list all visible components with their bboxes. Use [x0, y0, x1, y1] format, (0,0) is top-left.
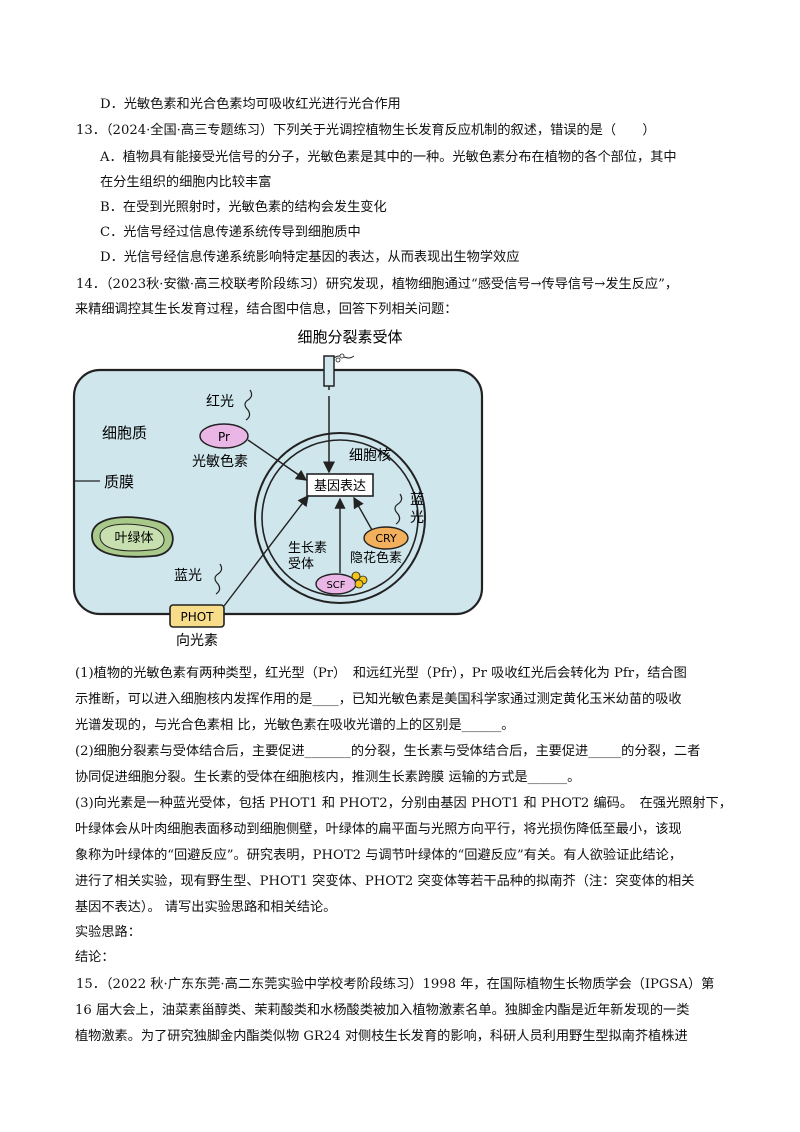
- q13-option-a-cont: 在分生组织的细胞内比较丰富: [100, 175, 272, 190]
- q14-part3-line1: (3)向光素是一种蓝光受体，包括 PHOT1 和 PHOT2，分别由基因 PHO…: [75, 796, 732, 811]
- q14-part3-line2: 叶绿体会从叶肉细胞表面移动到细胞侧壁，叶绿体的扁平面与光照方向平行，将光损伤降低…: [75, 822, 682, 837]
- pr-label: Pr: [218, 430, 230, 444]
- q14-part1-line1: (1)植物的光敏色素有两种类型，红光型（Pr） 和远红光型（Pfr），Pr 吸收…: [75, 666, 687, 681]
- red-light-label: 红光: [206, 394, 234, 410]
- gene-expression-label: 基因表达: [314, 479, 366, 494]
- blue-light-nucleus-2: 光: [410, 510, 424, 526]
- cry-ellipse: [363, 526, 409, 550]
- cytoplasm-label: 细胞质: [102, 424, 147, 442]
- gene-expression-box: [306, 473, 374, 497]
- q13-option-c: C．光信号经过信息传递系统传导到细胞质中: [100, 225, 361, 240]
- cytokinin-receptor-label: 细胞分裂素受体: [297, 328, 402, 346]
- phot-label: PHOT: [180, 610, 214, 624]
- auxin-receptor-label-1: 生长素: [288, 541, 327, 556]
- chloroplast-label: 叶绿体: [114, 531, 153, 546]
- q14-idea-label: 实验思路：: [75, 925, 141, 940]
- pr-ellipse: [199, 423, 249, 449]
- phot-box: [169, 604, 225, 628]
- q12-option-d: D．光敏色素和光合色素均可吸收红光进行光合作用: [100, 97, 401, 112]
- q15-line1: 15．（2022 秋·广东东莞·高二东莞实验中学校考阶段练习）1998 年，在国…: [76, 977, 715, 992]
- q14-stem: 14．（2023秋·安徽·高三校联考阶段练习）研究发现，植物细胞通过“感受信号→…: [76, 277, 679, 292]
- q14-part3-line5: 基因不表达）。 请写出实验思路和相关结论。: [75, 900, 337, 915]
- q13-option-a: A．植物具有能接受光信号的分子，光敏色素是其中的一种。光敏色素分布在植物的各个部…: [100, 150, 677, 165]
- scf-label: SCF: [326, 580, 345, 591]
- phytochrome-label: 光敏色素: [192, 453, 248, 470]
- q15-line3: 植物激素。为了研究独脚金内酯类似物 GR24 对侧枝生长发育的影响，科研人员利用…: [75, 1029, 688, 1044]
- cytokinin-receptor-shape: [323, 355, 335, 387]
- q14-part1-line3: 光谱发现的，与光合色素相 比，光敏色素在吸收光谱的上的区别是______。: [75, 718, 515, 733]
- q14-part3-line3: 象称为叶绿体的“回避反应”。研究表明，PHOT2 与调节叶绿体的“回避反应”有关…: [75, 848, 683, 863]
- blue-light-membrane-label: 蓝光: [174, 568, 202, 584]
- phototropin-label: 向光素: [176, 633, 218, 649]
- q14-part1-line2: 示推断，可以进入细胞核内发挥作用的是____，已知光敏色素是美国科学家通过测定黄…: [75, 692, 682, 707]
- q13-option-b: B．在受到光照射时，光敏色素的结构会发生变化: [100, 200, 387, 215]
- q14-conclusion-label: 结论：: [75, 950, 115, 965]
- q13-stem: 13．（2024·全国·高三专题练习）下列关于光调控植物生长发育反应机制的叙述，…: [76, 123, 656, 138]
- q14-part2-line2: 协同促进细胞分裂。生长素的受体在细胞核内，推测生长素跨膜 运输的方式是_____…: [75, 770, 581, 785]
- q14-part2-line1: (2)细胞分裂素与受体结合后，主要促进_______的分裂，生长素与受体结合后，…: [75, 744, 701, 759]
- cry-label: CRY: [375, 532, 397, 545]
- membrane-label: 质膜: [104, 473, 134, 491]
- q14-part3-line4: 进行了相关实验，现有野生型、PHOT1 突变体、PHOT2 突变体等若干品种的拟…: [75, 874, 695, 889]
- auxin-receptor-label-2: 受体: [288, 557, 314, 572]
- q13-option-d: D．光信号经信息传递系统影响特定基因的表达，从而表现出生物学效应: [100, 250, 520, 265]
- blue-light-nucleus-1: 蓝: [410, 492, 424, 508]
- cryptochrome-label: 隐花色素: [350, 550, 402, 566]
- q15-line2: 16 届大会上，油菜素甾醇类、茉莉酸类和水杨酸类被加入植物激素名单。独脚金内酯是…: [75, 1003, 690, 1018]
- q14-stem-cont: 来精细调控其生长发育过程，结合图中信息，回答下列相关问题：: [75, 302, 458, 317]
- nucleus-label: 细胞核: [349, 448, 391, 464]
- cell-signal-diagram: 细胞分裂素受体 细胞核 基因表达 细胞质 质膜 叶绿体 红光 Pr 光敏色素 蓝…: [72, 328, 484, 649]
